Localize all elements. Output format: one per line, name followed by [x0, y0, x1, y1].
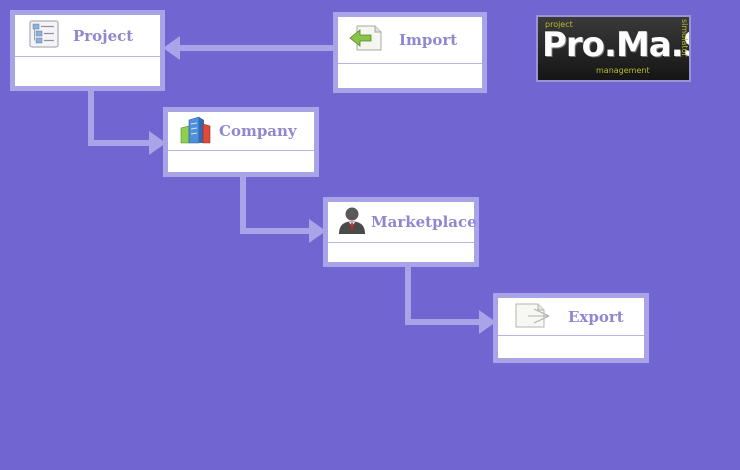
export-label: Export [568, 307, 624, 326]
logo-side-text: simulator [680, 19, 689, 57]
logo-top-text: project [545, 20, 573, 29]
buildings-icon [179, 114, 213, 148]
import-label: Import [399, 31, 458, 49]
import-arrow-icon [349, 24, 383, 56]
export-document-icon [514, 301, 552, 333]
company-label: Company [219, 122, 297, 140]
project-label: Project [73, 26, 134, 45]
logo-main-text: Pro.Ma.S [542, 25, 691, 65]
marketplace-node[interactable]: Marketplace [323, 197, 479, 267]
import-node[interactable]: Import [333, 12, 487, 93]
connector-company-to-marketplace [240, 177, 312, 234]
company-node[interactable]: Company [163, 107, 319, 177]
connector-project-to-company [88, 91, 152, 146]
promas-logo: project Pro.Ma.S management simulator [536, 15, 691, 82]
project-node[interactable]: Project [10, 10, 165, 91]
document-list-icon [29, 20, 59, 52]
export-node[interactable]: Export [493, 293, 649, 363]
logo-bottom-text: management [596, 66, 650, 75]
arrowhead-project [163, 36, 180, 60]
connector-marketplace-to-export [405, 267, 482, 325]
user-silhouette-icon [337, 205, 367, 239]
marketplace-label: Marketplace [371, 213, 477, 231]
